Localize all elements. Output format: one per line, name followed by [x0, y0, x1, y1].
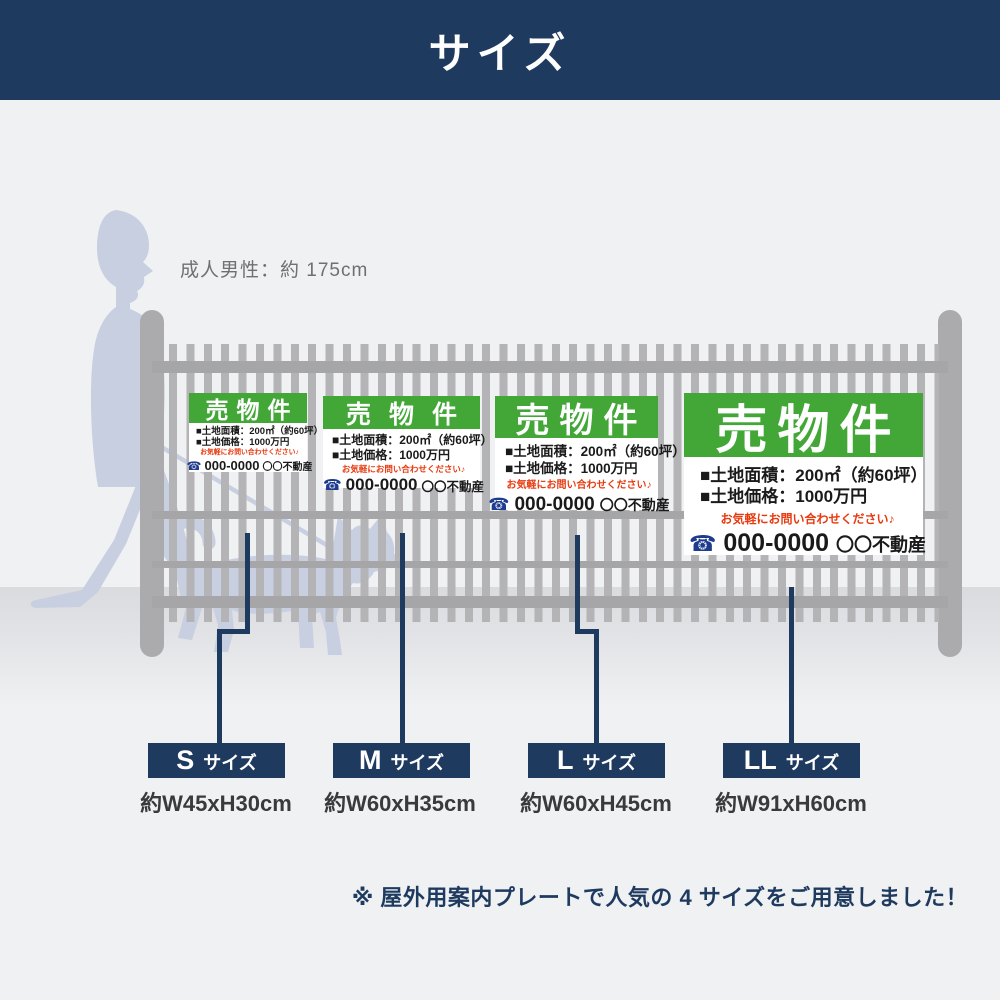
size-label-ll: LL サイズ — [723, 743, 860, 778]
sign-land-area: ■土地面積：200㎡（約60坪） — [505, 444, 686, 459]
size-label-l: L サイズ — [528, 743, 665, 778]
sign-land-price: ■土地価格：1000万円 — [505, 460, 638, 476]
fence-rail-middle-lower — [152, 561, 948, 568]
footer-note: ※ 屋外用案内プレートで人気の 4 サイズをご用意しました！ — [351, 885, 969, 910]
size-letter: M — [359, 745, 382, 775]
size-label-m: M サイズ — [333, 743, 470, 778]
section-header: サイズ — [0, 0, 1000, 100]
phone-number: 000-0000 — [723, 529, 830, 557]
phone-number: 000-0000 — [345, 475, 418, 494]
phone-number: 000-0000 — [204, 458, 260, 473]
sign-land-area: ■土地面積：200㎡（約60坪） — [332, 433, 493, 447]
connector-s — [245, 533, 250, 634]
sign-contact-note: お気軽にお問い合わせください♪ — [720, 512, 895, 526]
phone-number: 000-0000 — [514, 494, 595, 515]
sign-board-m: 売物件 ■土地面積：200㎡（約60坪） ■土地価格：1000万円 お気軽にお問… — [323, 396, 493, 494]
company-name: 〇〇不動産 — [836, 534, 927, 555]
connector-s — [217, 629, 222, 743]
sign-phone-row: ☎ 000-0000 〇〇不動産 — [187, 458, 313, 473]
size-suffix: サイズ — [582, 753, 636, 773]
connector-l — [594, 629, 599, 743]
sign-land-price: ■土地価格：1000万円 — [196, 437, 290, 448]
sign-phone-row: ☎ 000-0000 〇〇不動産 — [488, 494, 669, 516]
phone-icon: ☎ — [186, 458, 202, 473]
connector-m — [400, 533, 405, 743]
fence-rail-middle-upper — [152, 511, 948, 519]
sign-contact-note: お気軽にお問い合わせください♪ — [200, 449, 299, 456]
sign-board-l: 売物件 ■土地面積：200㎡（約60坪） ■土地価格：1000万円 お気軽にお問… — [488, 396, 686, 515]
size-suffix: サイズ — [390, 753, 444, 773]
size-letter: LL — [743, 745, 777, 775]
size-dimensions-l: 約W60xH45cm — [520, 791, 672, 816]
connector-l — [575, 629, 599, 634]
size-letter: L — [557, 745, 574, 775]
sign-contact-note: お気軽にお問い合わせください♪ — [341, 464, 466, 474]
sign-land-price: ■土地価格：1000万円 — [700, 487, 868, 506]
sign-title: 売物件 — [495, 396, 658, 440]
connector-ll — [789, 587, 794, 743]
sign-board-ll: 売物件 ■土地面積：200㎡（約60坪） ■土地価格：1000万円 お気軽にお問… — [684, 393, 928, 558]
phone-icon: ☎ — [322, 477, 342, 494]
adult-height-reference: 成人男性：約 175cm — [180, 260, 369, 281]
sign-land-area: ■土地面積：200㎡（約60坪） — [196, 426, 324, 437]
fence-rail-top — [152, 361, 948, 373]
page-title: サイズ — [428, 29, 572, 77]
sign-title: 売物件 — [189, 393, 307, 423]
sign-contact-note: お気軽にお問い合わせください♪ — [506, 480, 652, 491]
size-suffix: サイズ — [203, 753, 257, 773]
size-dimensions-ll: 約W91xH60cm — [715, 791, 867, 816]
sign-land-price: ■土地価格：1000万円 — [332, 447, 450, 462]
connector-s — [217, 629, 250, 634]
size-dimensions-s: 約W45xH30cm — [140, 791, 292, 816]
phone-icon: ☎ — [688, 530, 717, 556]
sign-title: 売物件 — [323, 396, 480, 429]
size-label-s: S サイズ — [148, 743, 285, 778]
company-name: 〇〇不動産 — [421, 479, 485, 494]
sign-land-area: ■土地面積：200㎡（約60坪） — [700, 466, 928, 485]
company-name: 〇〇不動産 — [262, 462, 313, 473]
size-dimensions-m: 約W60xH35cm — [324, 791, 476, 816]
sign-board-s: 売物件 ■土地面積：200㎡（約60坪） ■土地価格：1000万円 お気軽にお問… — [187, 393, 324, 473]
connector-l — [575, 535, 580, 634]
phone-icon: ☎ — [488, 495, 510, 514]
person-back-leg — [30, 455, 148, 608]
sign-phone-row: ☎ 000-0000 〇〇不動産 — [689, 529, 926, 558]
size-suffix: サイズ — [785, 753, 840, 773]
fence-rail-bottom — [152, 596, 948, 608]
sign-phone-row: ☎ 000-0000 〇〇不動産 — [323, 475, 484, 495]
company-name: 〇〇不動産 — [599, 497, 670, 513]
sign-title: 売物件 — [684, 393, 923, 460]
size-letter: S — [176, 745, 195, 775]
